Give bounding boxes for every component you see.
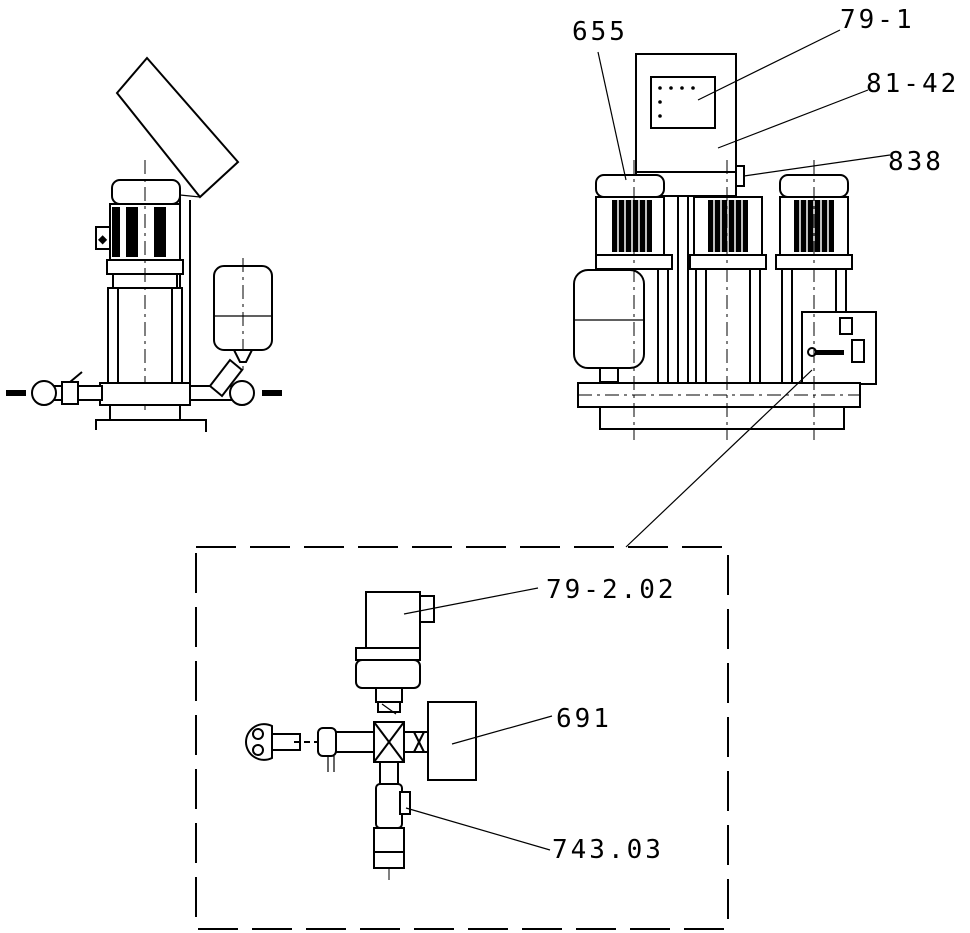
svg-text:◆: ◆ xyxy=(98,232,108,246)
label-79-2-02: 79-2.02 xyxy=(546,575,677,605)
label-838: 838 xyxy=(888,147,944,177)
leader-655 xyxy=(597,51,627,181)
leader-838 xyxy=(743,154,891,177)
leader-81-42 xyxy=(717,89,869,149)
front-view xyxy=(573,53,877,440)
leader-79-2-02 xyxy=(403,587,539,615)
label-655: 655 xyxy=(572,17,628,47)
detail-view xyxy=(195,546,729,930)
side-view: ◆ xyxy=(6,56,282,432)
leader-79-1 xyxy=(697,29,841,101)
label-691: 691 xyxy=(556,704,612,734)
leader-691 xyxy=(451,715,553,745)
detail-leader xyxy=(625,369,813,548)
label-743-03: 743.03 xyxy=(552,835,664,865)
label-79-1: 79-1 xyxy=(840,5,915,35)
label-81-42: 81-42 xyxy=(866,69,959,99)
leader-743-03 xyxy=(405,807,551,851)
